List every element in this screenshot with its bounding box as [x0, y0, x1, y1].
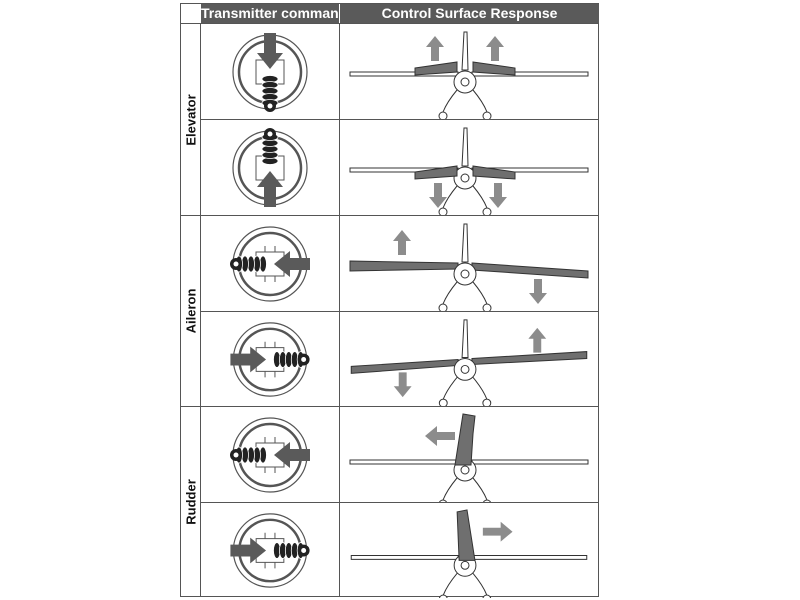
response-arrow-icon — [482, 521, 513, 542]
stick-knob-icon — [273, 542, 310, 559]
response-cell-aileron-left-down-right-up — [340, 311, 598, 407]
transmitter-cell-elevator-down — [201, 23, 340, 119]
stick-knob-icon — [261, 75, 279, 112]
header-corner — [181, 4, 202, 23]
response-arrow-icon — [425, 426, 455, 446]
rudder-surface — [454, 413, 476, 466]
transmitter-cell-rudder-left — [201, 406, 340, 502]
group-rudder: Rudder — [181, 406, 201, 597]
response-cell-rudder-right — [340, 502, 598, 598]
control-arrow-icon — [230, 537, 267, 564]
group-label-rudder: Rudder — [183, 479, 198, 525]
control-arrow-icon — [230, 346, 267, 373]
transmitter-cell-aileron-left — [201, 215, 340, 311]
transmitter-cell-aileron-right — [201, 311, 340, 406]
rudder-surface — [456, 509, 476, 561]
control-arrow-icon — [257, 171, 283, 207]
airplane-front-view-icon — [350, 319, 588, 407]
transmitter-cell-elevator-up — [201, 119, 340, 215]
elevator-surface — [414, 61, 516, 76]
response-arrow-icon — [426, 36, 504, 61]
response-cell-elevator-up — [340, 23, 598, 120]
response-cell-elevator-down — [340, 119, 598, 216]
group-aileron: Aileron — [181, 215, 201, 406]
group-elevator: Elevator — [181, 23, 201, 215]
elevator-surface — [414, 165, 516, 180]
header-transmitter-command: Transmitter command — [201, 4, 340, 23]
transmitter-cell-rudder-right — [201, 502, 340, 597]
stick-knob-icon — [273, 351, 310, 368]
stick-knob-icon — [261, 128, 279, 165]
airplane-front-view-icon — [350, 553, 588, 598]
response-cell-rudder-left — [340, 406, 598, 503]
group-label-aileron: Aileron — [183, 288, 198, 334]
group-label-elevator: Elevator — [183, 93, 198, 146]
control-arrow-icon — [257, 33, 283, 69]
control-response-table: Transmitter command Control Surface Resp… — [180, 3, 599, 598]
airplane-front-view-icon — [349, 127, 589, 216]
header-control-surface-response: Control Surface Response — [340, 4, 599, 23]
response-arrow-icon — [429, 183, 507, 208]
stick-knob-icon — [230, 446, 267, 464]
response-arrow-icon — [393, 230, 547, 304]
response-arrow-icon — [393, 327, 547, 398]
control-arrow-icon — [274, 251, 310, 277]
control-arrow-icon — [274, 442, 310, 468]
airplane-front-view-icon — [349, 458, 589, 503]
response-cell-aileron-left-up-right-down — [340, 215, 598, 312]
airplane-front-view-icon — [349, 31, 589, 120]
stick-knob-icon — [230, 255, 267, 273]
airplane-front-view-icon — [349, 223, 589, 312]
